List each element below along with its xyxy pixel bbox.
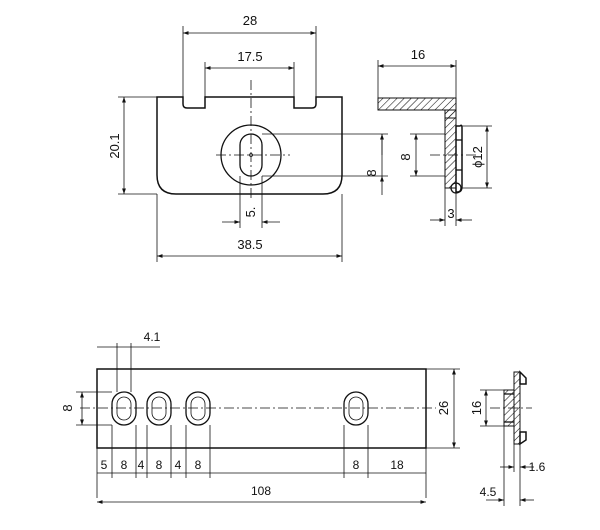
dim-16-bottom: 16 xyxy=(469,401,484,415)
slot-1 xyxy=(111,391,137,426)
dim-4-5: 4.5 xyxy=(480,485,497,499)
dim-1-6: 1.6 xyxy=(529,460,546,474)
strip-section-view: 16 1.6 4.5 xyxy=(469,370,546,506)
dim-20-1: 20.1 xyxy=(107,133,122,158)
slot-2 xyxy=(146,391,172,426)
front-view: 28 17.5 20.1 8 5. 38.5 xyxy=(107,13,388,262)
dim-17-5: 17.5 xyxy=(237,49,262,64)
slot-4 xyxy=(343,391,369,426)
dim-dia-12: ϕ12 xyxy=(470,146,485,168)
dim-8-strip: 8 xyxy=(60,404,75,411)
dim-38-5: 38.5 xyxy=(237,237,262,252)
dim-chain-1: 5 xyxy=(101,458,108,472)
side-section-view: 16 8 ϕ12 3 xyxy=(377,47,492,226)
slot-3 xyxy=(185,391,211,426)
dim-chain-5: 4 xyxy=(175,458,182,472)
dim-26: 26 xyxy=(436,401,451,415)
dim-18: 18 xyxy=(390,458,404,472)
dim-108: 108 xyxy=(251,484,271,498)
plate-outline xyxy=(156,96,343,195)
dim-chain-2: 8 xyxy=(121,458,128,472)
dim-4-1: 4.1 xyxy=(144,330,161,344)
dim-8-side: 8 xyxy=(398,153,413,160)
dim-8-front: 8 xyxy=(364,169,379,176)
dim-chain-6: 8 xyxy=(195,458,202,472)
dim-3: 3 xyxy=(447,206,454,221)
strip-view: 4.1 8 26 5 8 4 8 4 8 8 18 108 xyxy=(60,330,460,504)
dim-right-slot: 8 xyxy=(353,458,360,472)
dim-chain-3: 4 xyxy=(138,458,145,472)
dim-28: 28 xyxy=(243,13,257,28)
dim-chain-4: 8 xyxy=(156,458,163,472)
dim-16-top: 16 xyxy=(411,47,425,62)
dim-5: 5. xyxy=(243,207,258,218)
